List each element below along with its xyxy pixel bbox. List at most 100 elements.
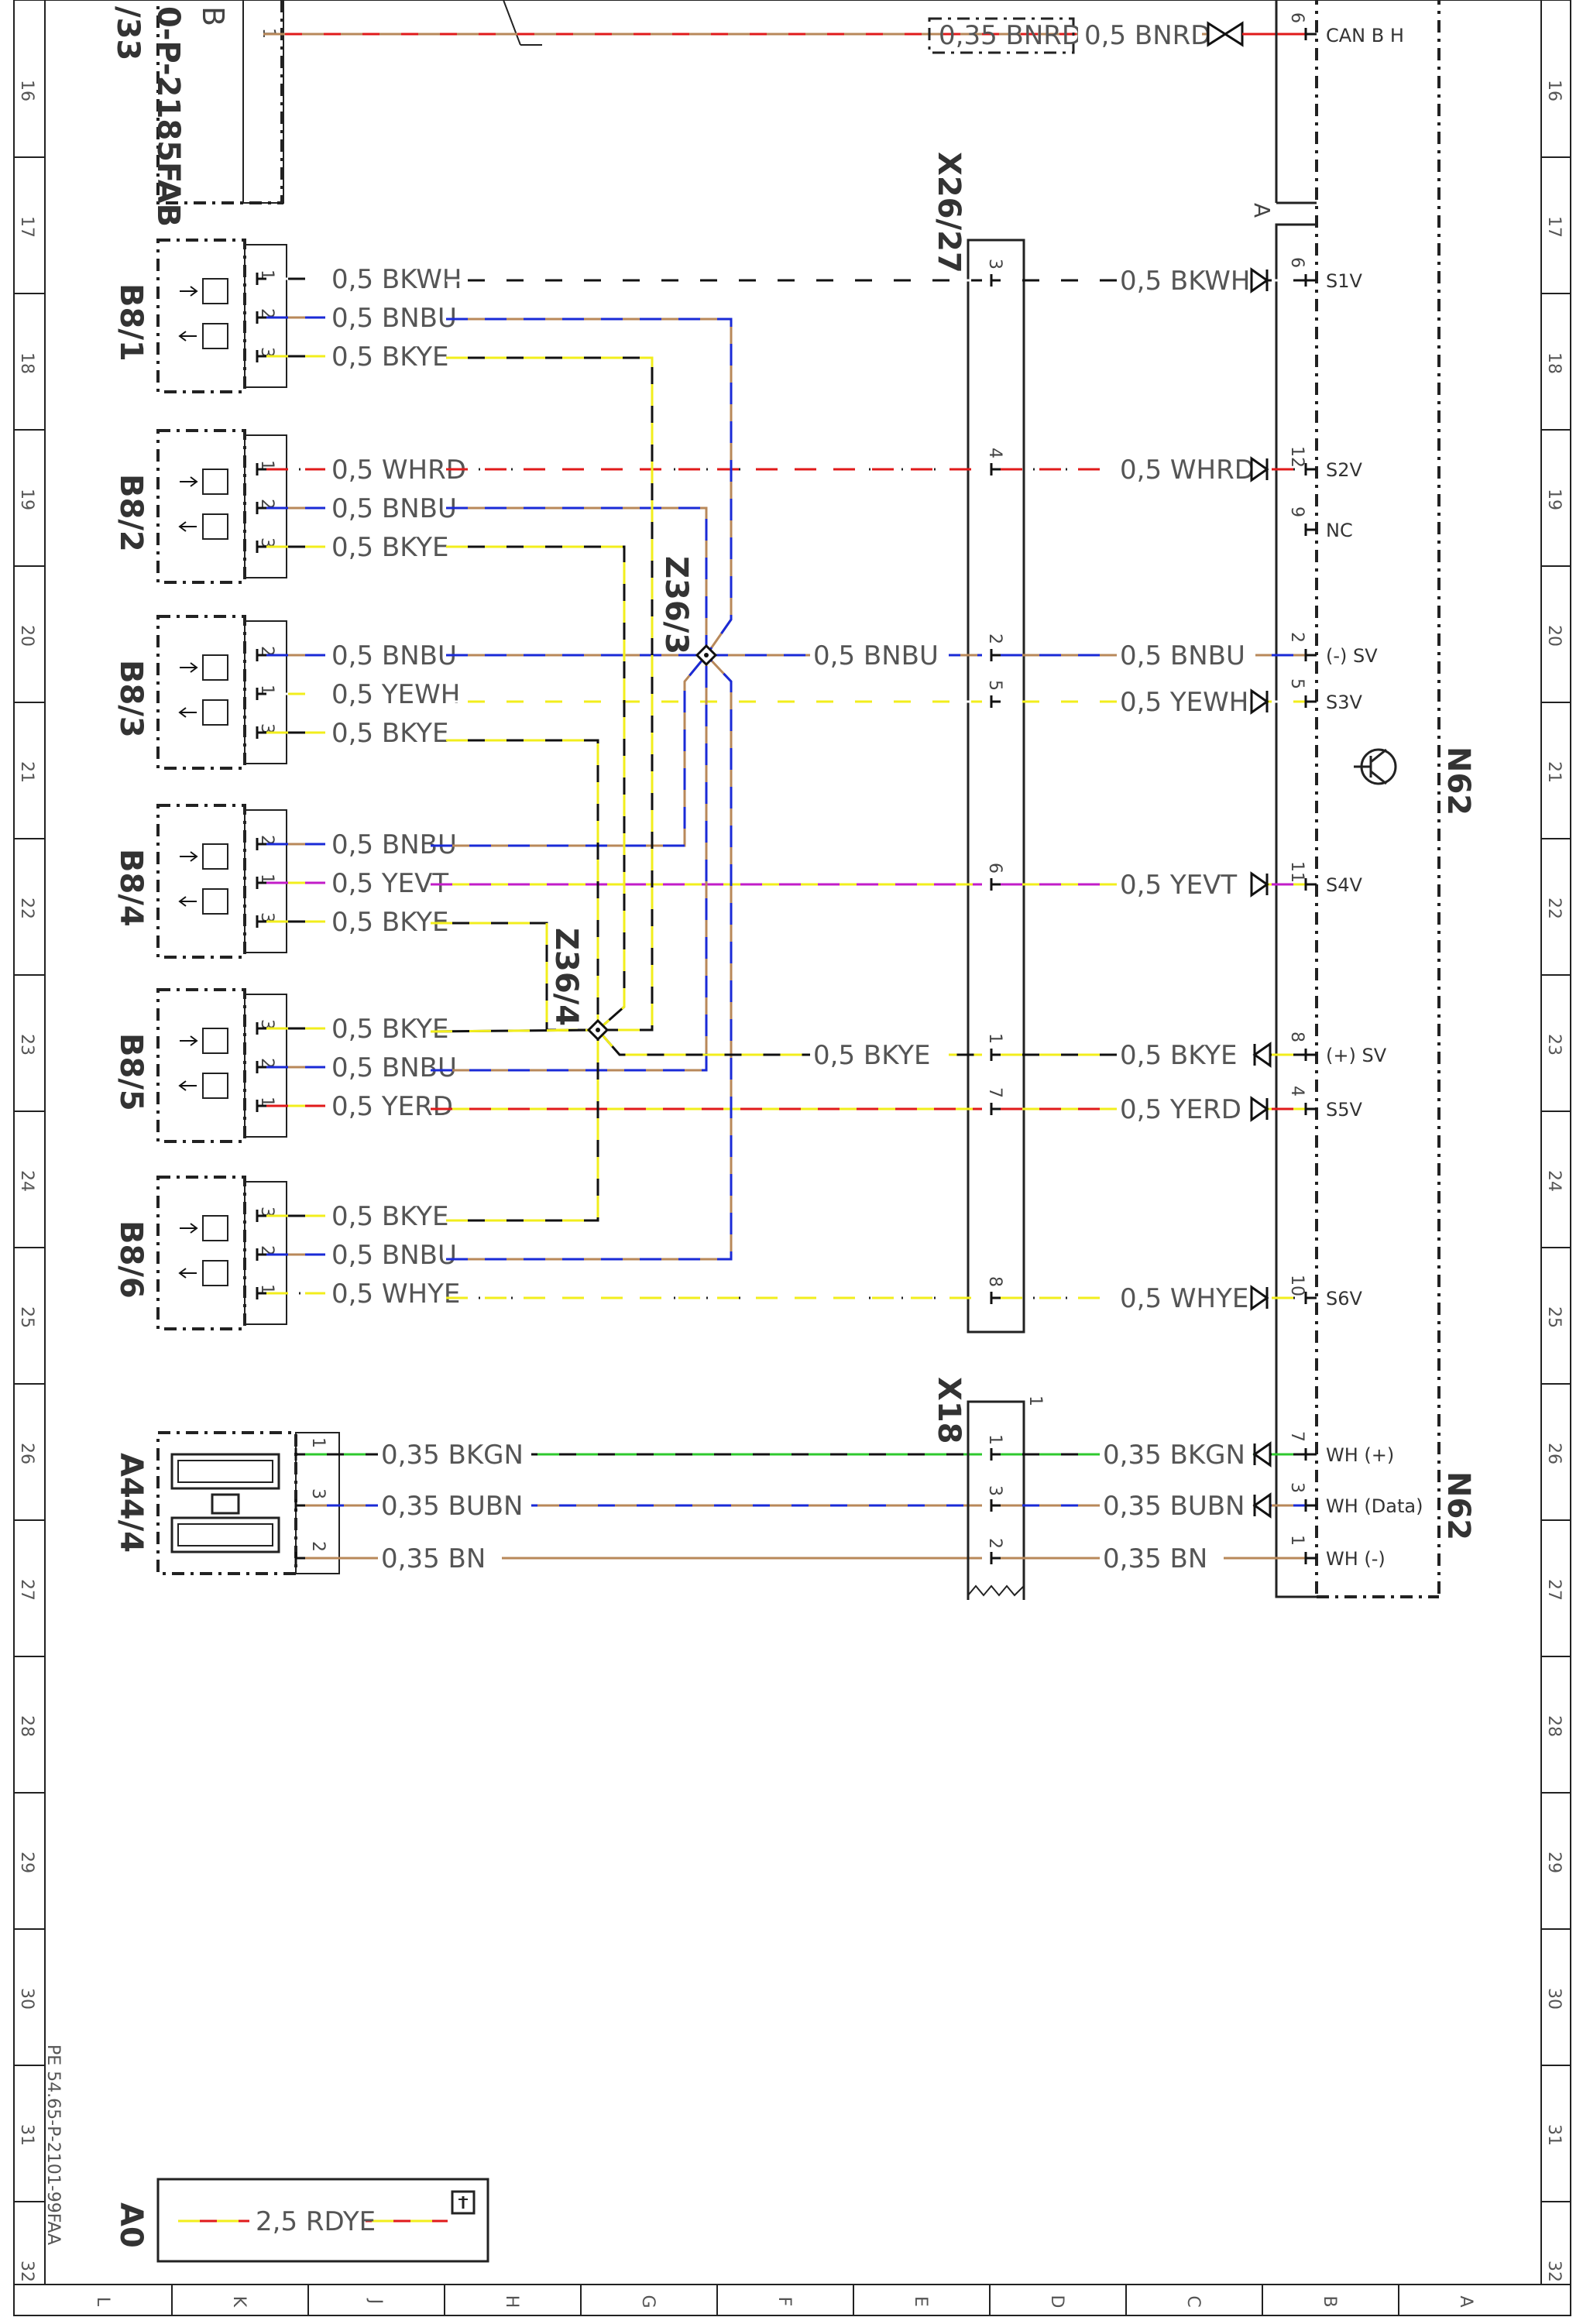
module-wire-arrow-icon [1250, 267, 1269, 294]
harness-wire-12 [446, 654, 733, 1261]
n62-pin-hook [1304, 524, 1317, 536]
harness-wire-7 [446, 318, 733, 656]
row-label-left: 17 [17, 216, 36, 238]
sensor-pin-hook [256, 463, 268, 475]
control-unit-n62: A N62 N62 [1249, 0, 1476, 1598]
n62-pin-number: 4 [1287, 1086, 1307, 1097]
x26-pin-number: 5 [985, 680, 1004, 691]
splice-z36-4: Z36/4 [548, 928, 584, 1026]
connector-x26-27: X26/27 [931, 152, 1025, 1334]
row-label-right: 29 [1544, 1852, 1564, 1873]
sensor-label-b8_2: B8/2 [113, 474, 149, 552]
sensor-wire-label-bg [328, 1200, 467, 1231]
sensor-label-b8_6: B8/6 [113, 1220, 149, 1299]
x26-pin-number: 1 [985, 1033, 1004, 1044]
module-wire-label-bg [1117, 1282, 1255, 1313]
column-label: K [229, 2296, 249, 2308]
row-label-right: 20 [1544, 625, 1564, 647]
sensor-label-b8_3: B8/3 [113, 660, 149, 738]
harness-wire-14 [446, 356, 654, 1032]
sensor-pin-hook [256, 350, 268, 362]
sensor-pin-hook [256, 877, 268, 889]
sensor-label-b8_4: B8/4 [113, 849, 149, 927]
x26-pin-hook [990, 463, 1002, 475]
n62-signal-name: (-) SV [1326, 645, 1378, 667]
column-label: C [1183, 2295, 1203, 2307]
drawing-frame [13, 0, 1571, 2316]
n62-pin-hook [1304, 1292, 1317, 1304]
x18-pin-hook [990, 1552, 1002, 1564]
sensor-pin-hook [256, 1287, 268, 1299]
n62-label-bottom: N62 [1440, 1471, 1476, 1540]
n62-pin-number: 5 [1287, 678, 1307, 689]
module-wire-label: 0,5 BKYE [1120, 1040, 1238, 1071]
row-label-left: 27 [17, 1579, 36, 1601]
harness-wire-8 [446, 506, 708, 655]
x26-pin-number: 8 [985, 1276, 1004, 1287]
sensor-wire-label-bg [328, 640, 467, 671]
can-right-pin: 6 [1287, 12, 1307, 23]
sensor-pin-hook [256, 1061, 268, 1073]
row-label-right: 25 [1544, 1306, 1564, 1328]
sensor-pin-hook [256, 273, 268, 285]
column-label: A [1456, 2295, 1475, 2307]
module-wire-label: 0,5 BNBU [1120, 640, 1245, 671]
a44-wire-label: 0,35 BKGN [381, 1440, 524, 1471]
a0-label: A0 [113, 2202, 149, 2248]
row-label-right: 22 [1544, 898, 1564, 919]
sensor-wire-label: 0,5 BKYE [331, 1201, 449, 1232]
n62-pin-hook [1304, 1448, 1317, 1461]
n62-signal-name: S2V [1326, 459, 1363, 481]
sensor-arrow-icon [180, 662, 198, 673]
can-wire-label: 0,5 BNRD [1084, 20, 1210, 51]
a44-pin-hook [294, 1499, 307, 1512]
sensor-wire-label-bg [328, 302, 467, 333]
row-label-right: 21 [1544, 761, 1564, 783]
sensor-wire-label: 0,5 BKYE [331, 1014, 449, 1045]
n62-pin-hook [1304, 878, 1317, 891]
n62-pin-number: 9 [1287, 506, 1307, 517]
column-label: H [502, 2295, 521, 2309]
module-wire-label-bg [1117, 265, 1255, 296]
x26-pin-number: 7 [985, 1087, 1004, 1098]
harness-wire-15 [446, 545, 626, 1032]
sensor-wire-label: 0,5 WHRD [331, 455, 466, 486]
row-label-right: 28 [1544, 1715, 1564, 1737]
can-bidirectional-arrow [1207, 21, 1244, 47]
sensor-arrow-icon [180, 851, 198, 862]
n62-pin-number: 11 [1287, 861, 1307, 883]
sensor-wire-label: 0,5 BKWH [331, 264, 462, 295]
row-label-right: 16 [1544, 80, 1564, 101]
sensor-pin-hook [256, 649, 268, 661]
sensor-wire-label: 0,5 BNBU [331, 1052, 457, 1083]
n62-pin-number: 8 [1287, 1032, 1307, 1042]
column-label: F [774, 2297, 794, 2307]
row-label-right: 27 [1544, 1579, 1564, 1601]
module-wire-label: 0,5 BKWH [1120, 266, 1250, 297]
z36-3-output-label: 0,5 BNBU [813, 640, 939, 671]
connector-x18: X18 1 [931, 1377, 1045, 1600]
n62-pin-number: 6 [1287, 257, 1307, 268]
x26-pin-number: 6 [985, 863, 1004, 874]
x18-wire-label: 0,35 BUBN [1103, 1491, 1245, 1522]
sensor-wire-label-bg [328, 867, 467, 898]
n62-pin-hook [1304, 649, 1317, 661]
a44-pin-hook [294, 1552, 307, 1564]
row-label-left: 32 [17, 2260, 36, 2282]
row-label-right: 19 [1544, 489, 1564, 510]
sensor-pin-hook [256, 688, 268, 700]
x18-pin-number: 3 [985, 1485, 1004, 1496]
n62-pin-number: 1 [1287, 1535, 1307, 1546]
sensor-pin-hook [256, 311, 268, 324]
sensor-wire-label-bg [328, 1013, 467, 1044]
sensor-arrow-icon [178, 1268, 197, 1279]
document-reference: PE 54.65-P-2101-99FAA [43, 2044, 63, 2245]
sensor-pin-hook [256, 838, 268, 850]
x18-pin-number: 2 [985, 1538, 1004, 1549]
